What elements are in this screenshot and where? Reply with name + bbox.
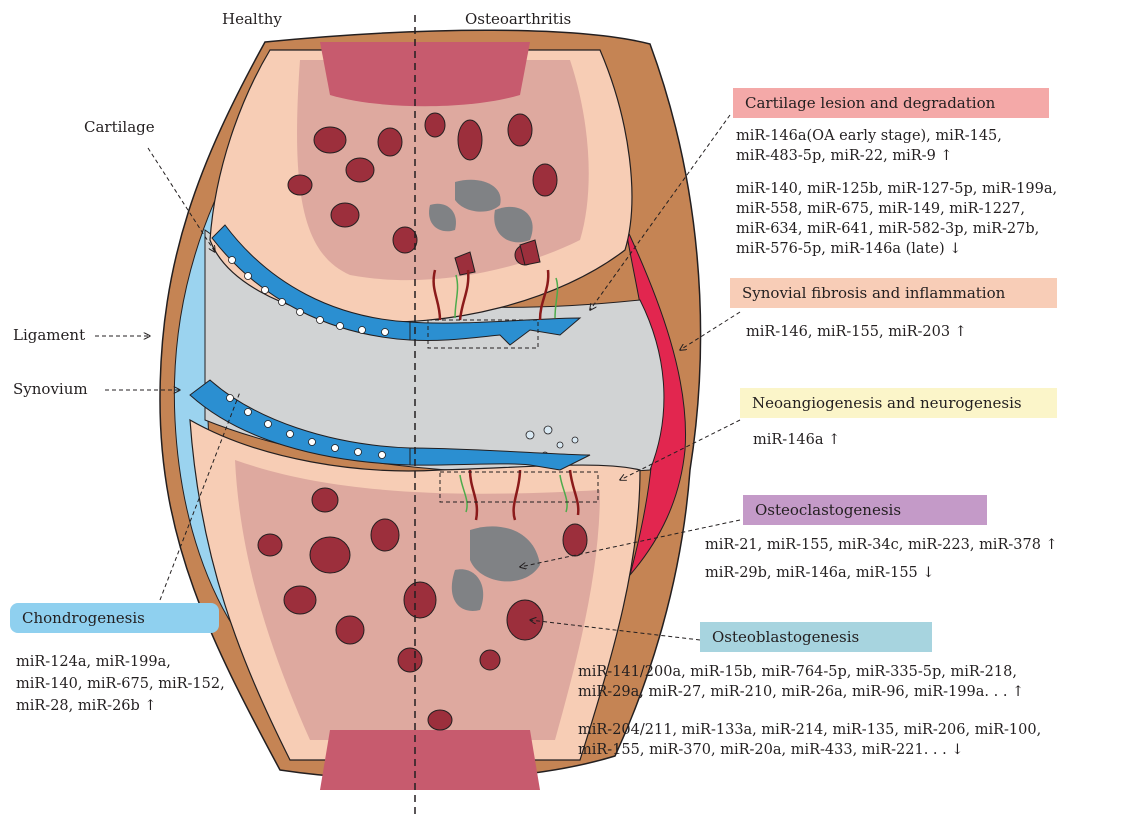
cartilage-lesion-up-1: miR-146a(OA early stage), miR-145, (736, 126, 1002, 146)
cartilage-lesion-up-2: miR-483-5p, miR-22, miR-9 ↑ (736, 146, 953, 166)
cartilage-lesion-down-1: miR-140, miR-125b, miR-127-5p, miR-199a, (736, 179, 1057, 199)
healthy-header: Healthy (222, 10, 282, 28)
ligament-label: Ligament (13, 326, 85, 344)
synovial-line-1: miR-146, miR-155, miR-203 ↑ (746, 322, 967, 342)
cartilage-lesion-title: Cartilage lesion and degradation (733, 88, 1049, 118)
cartilage-lesion-down-2: miR-558, miR-675, miR-149, miR-1227, (736, 199, 1025, 219)
chondro-title: Chondrogenesis (10, 603, 219, 633)
osteoblasto-down-2: miR-155, miR-370, miR-20a, miR-433, miR-… (578, 740, 964, 760)
synovial-title: Synovial fibrosis and inflammation (730, 278, 1057, 308)
osteoblasto-title: Osteoblastogenesis (700, 622, 932, 652)
lower-shaft (320, 730, 540, 790)
chondro-line-1: miR-124a, miR-199a, (16, 652, 171, 672)
chondro-line-2: miR-140, miR-675, miR-152, (16, 674, 225, 694)
oa-header: Osteoarthritis (465, 10, 571, 28)
osteoclasto-title: Osteoclastogenesis (743, 495, 987, 525)
cartilage-lesion-down-4: miR-576-5p, miR-146a (late) ↓ (736, 239, 961, 259)
cartilage-label: Cartilage (84, 118, 155, 136)
osteoblasto-up-2: miR-29a, miR-27, miR-210, miR-26a, miR-9… (578, 682, 1024, 702)
cartilage-lesion-down-3: miR-634, miR-641, miR-582-3p, miR-27b, (736, 219, 1039, 239)
upper-shaft (320, 42, 530, 106)
synovium-label: Synovium (13, 380, 88, 398)
osteoblasto-down-1: miR-204/211, miR-133a, miR-214, miR-135,… (578, 720, 1041, 740)
chondro-line-3: miR-28, miR-26b ↑ (16, 696, 157, 716)
osteoblasto-up-1: miR-141/200a, miR-15b, miR-764-5p, miR-3… (578, 662, 1017, 682)
neoangio-line-1: miR-146a ↑ (753, 430, 840, 450)
neoangio-title: Neoangiogenesis and neurogenesis (740, 388, 1057, 418)
osteoclasto-line-1: miR-21, miR-155, miR-34c, miR-223, miR-3… (705, 535, 1058, 555)
osteoclasto-line-2: miR-29b, miR-146a, miR-155 ↓ (705, 563, 935, 583)
